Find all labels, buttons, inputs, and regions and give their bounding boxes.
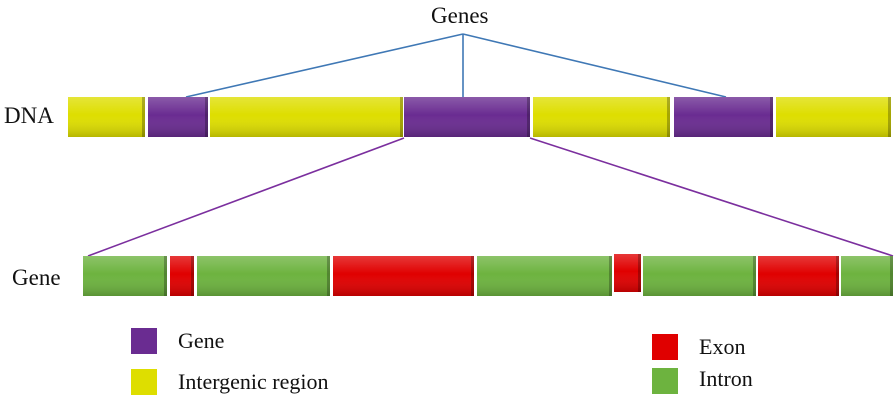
gene-segment-exon (614, 254, 641, 292)
dna-track (68, 97, 891, 137)
genes-title: Genes (431, 3, 489, 28)
gene-segment-exon (758, 256, 839, 296)
gene-segment-intron (83, 256, 167, 296)
zoom-line (87, 137, 405, 257)
legend-gene-swatch (131, 328, 157, 354)
dna-segment-gene (148, 97, 208, 137)
dna-segment-intergenic (776, 97, 891, 137)
dna-segment-intergenic (68, 97, 145, 137)
legend-exon-swatch (652, 334, 678, 360)
dna-segment-gene (404, 97, 530, 137)
dna-segment-intergenic (533, 97, 670, 137)
gene-segment-intron (643, 256, 756, 296)
zoom-line (529, 137, 894, 257)
gene-pointer-line (185, 33, 464, 98)
legend-gene-label: Gene (178, 328, 225, 353)
gene-segment-intron (841, 256, 893, 296)
legend-intron-label: Intron (699, 366, 753, 391)
gene-segment-exon (333, 256, 474, 296)
gene-segment-intron (197, 256, 330, 296)
legend-intergenic-swatch (131, 369, 157, 395)
connector-lines (87, 33, 894, 257)
gene-track (83, 254, 893, 296)
legend-intron-swatch (652, 368, 678, 394)
legend-exon-label: Exon (699, 334, 746, 359)
dna-segment-gene (674, 97, 773, 137)
dna-row-label: DNA (4, 103, 54, 128)
gene-segment-exon (170, 256, 194, 296)
gene-segment-intron (477, 256, 612, 296)
gene-row-label: Gene (12, 265, 61, 290)
gene-pointer-line (462, 33, 727, 98)
legend-intergenic-label: Intergenic region (178, 369, 329, 394)
dna-segment-intergenic (210, 97, 403, 137)
